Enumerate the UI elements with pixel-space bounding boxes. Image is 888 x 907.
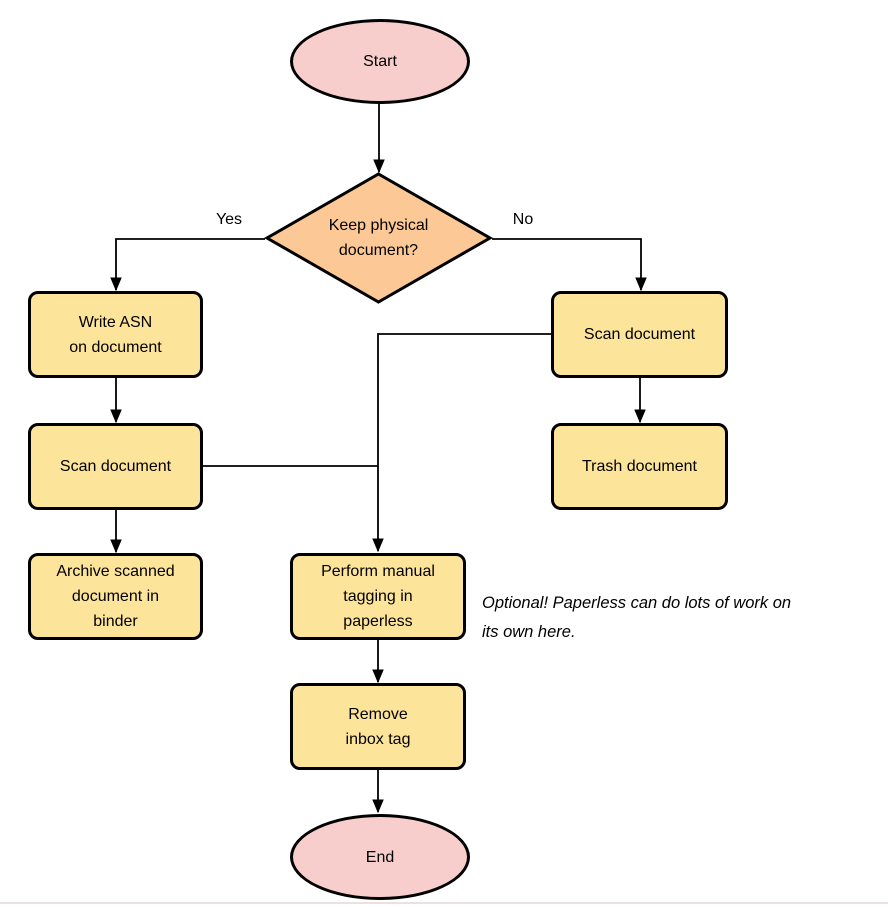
edge-decision-no-to-scan-right xyxy=(492,238,647,292)
node-scan-left-label: Scan document xyxy=(59,458,172,475)
node-scan-document-left: Scan document xyxy=(28,423,203,510)
node-remove-inbox-tag: Remove inbox tag xyxy=(290,683,466,770)
node-remove-inbox-label: Remove inbox tag xyxy=(345,705,411,748)
node-end-label: End xyxy=(365,848,395,866)
node-archive-label: Archive scanned document in binder xyxy=(56,563,175,630)
edge-label-no: No xyxy=(497,211,549,229)
optional-note: Optional! Paperless can do lots of work … xyxy=(482,594,792,641)
node-write-asn-label: Write ASN on document xyxy=(69,313,162,356)
edge-label-yes: Yes xyxy=(203,211,255,229)
node-end: End xyxy=(290,814,470,900)
node-decision-label: Keep physical document? xyxy=(328,217,429,259)
node-start-label: Start xyxy=(363,53,397,70)
page-edge-line xyxy=(0,902,888,904)
node-start: Start xyxy=(290,19,470,104)
edge-decision-yes-to-write-asn xyxy=(110,238,265,292)
node-archive-in-binder: Archive scanned document in binder xyxy=(28,553,203,640)
diamond-shape xyxy=(263,172,494,304)
node-scan-document-right: Scan document xyxy=(551,291,728,378)
node-trash-document: Trash document xyxy=(551,423,728,510)
node-tagging-label: Perform manual tagging in paperless xyxy=(321,563,435,630)
node-scan-right-label: Scan document xyxy=(583,326,696,343)
node-write-asn: Write ASN on document xyxy=(28,291,203,378)
node-trash-label: Trash document xyxy=(581,458,697,475)
edge-scan-right-to-tagging xyxy=(372,333,551,553)
node-manual-tagging: Perform manual tagging in paperless xyxy=(290,553,466,640)
node-decision-keep-physical: Keep physical document? xyxy=(263,172,494,304)
